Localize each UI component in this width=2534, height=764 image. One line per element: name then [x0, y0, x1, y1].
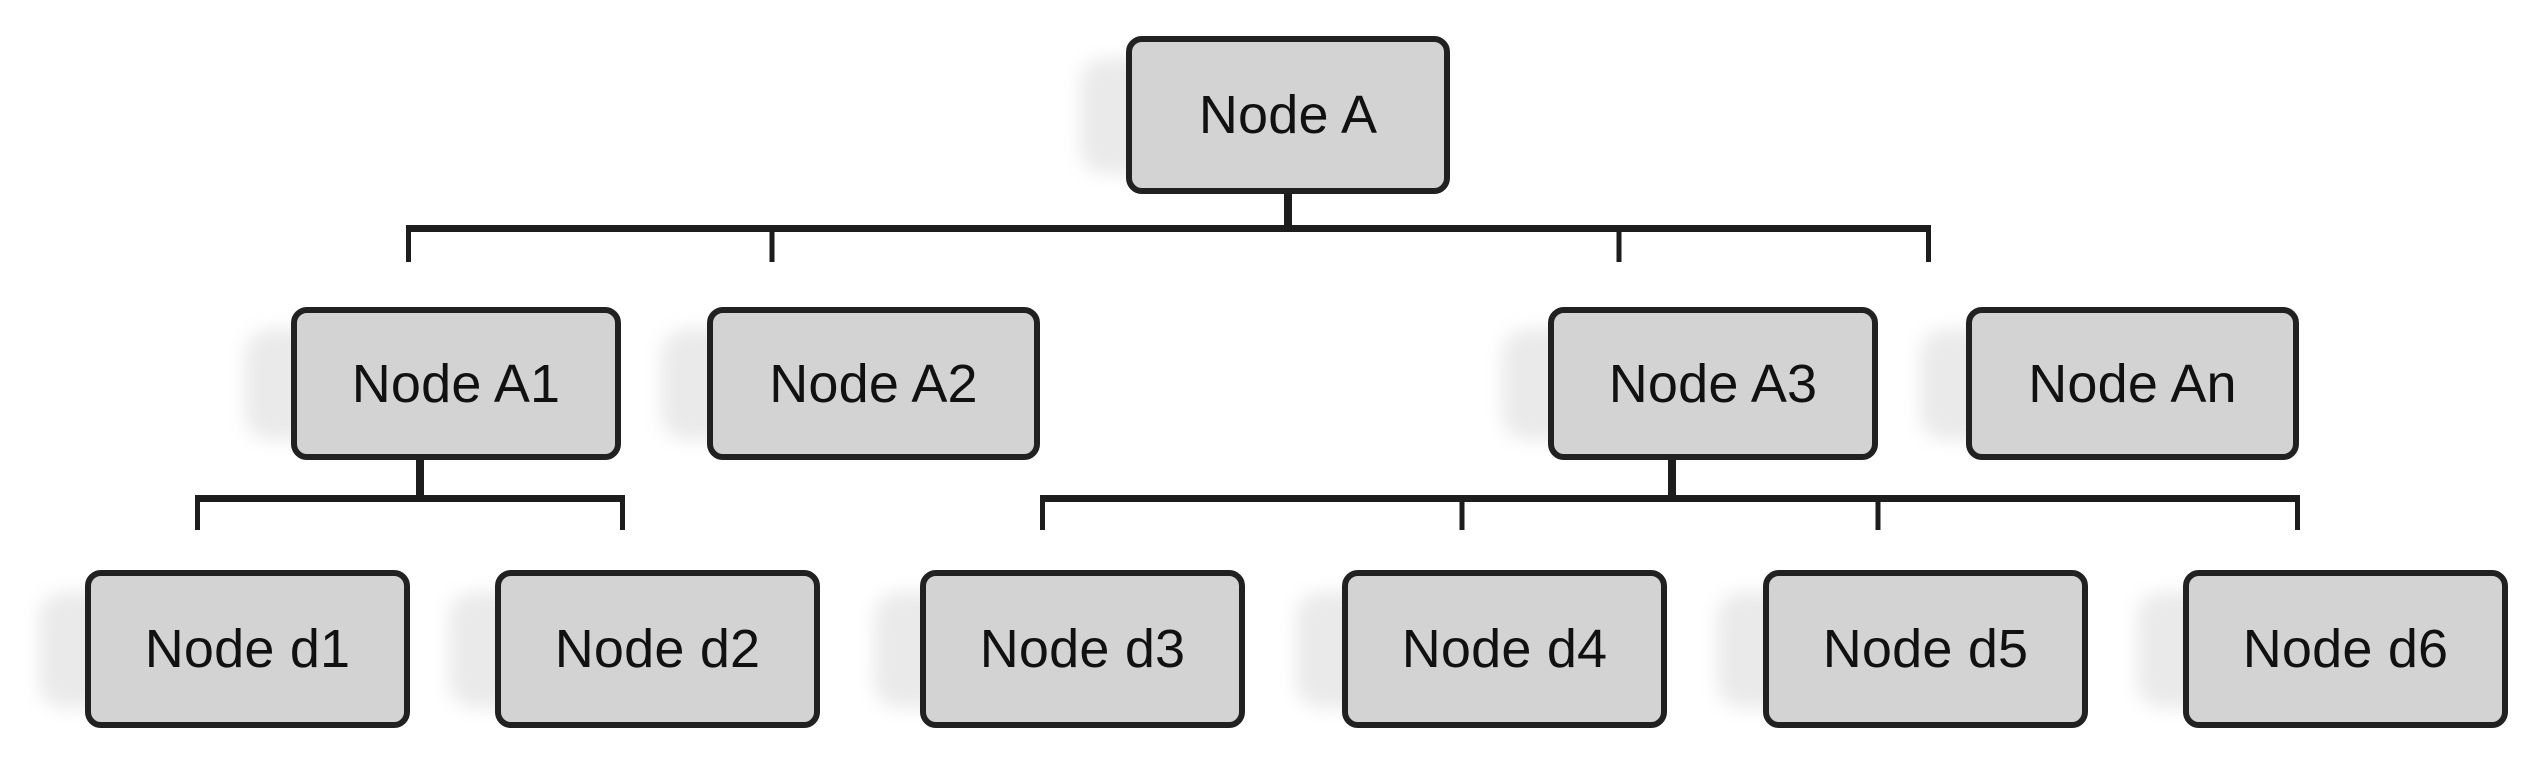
tree-node-label: Node d3: [979, 619, 1186, 679]
connector-stem-a3_group: [1668, 460, 1676, 502]
tree-node-d4[interactable]: Node d4: [1342, 570, 1667, 728]
tree-node-d2[interactable]: Node d2: [495, 570, 820, 728]
connector-drop-a3_group-3: [2295, 495, 2300, 530]
tree-node-d5[interactable]: Node d5: [1763, 570, 2088, 728]
tree-node-label: Node An: [2028, 353, 2237, 414]
tree-node-label: Node A3: [1608, 353, 1818, 414]
tree-node-d3[interactable]: Node d3: [920, 570, 1245, 728]
connector-stem-root_group: [1284, 194, 1292, 232]
connector-drop-root_group-0: [406, 225, 411, 262]
tree-node-label: Node d6: [2242, 619, 2449, 679]
connector-bar-root_group: [406, 225, 1931, 232]
tree-node-label: Node d5: [1822, 619, 2029, 679]
connector-stem-a1_group: [416, 460, 424, 502]
connector-drop-a3_group-1: [1459, 495, 1465, 530]
connector-drop-a1_group-0: [195, 495, 200, 530]
tree-node-label: Node A2: [769, 353, 978, 414]
tree-node-label: Node A1: [351, 353, 561, 414]
tree-node-A3[interactable]: Node A3: [1548, 307, 1878, 460]
tree-node-An[interactable]: Node An: [1966, 307, 2299, 460]
connector-drop-a1_group-1: [620, 495, 625, 530]
tree-node-label: Node d1: [144, 619, 351, 679]
tree-node-d1[interactable]: Node d1: [85, 570, 410, 728]
tree-node-A1[interactable]: Node A1: [291, 307, 621, 460]
connector-drop-a3_group-2: [1875, 495, 1881, 530]
connector-drop-a3_group-0: [1040, 495, 1045, 530]
tree-node-A[interactable]: Node A: [1126, 36, 1450, 194]
connector-bar-a3_group: [1040, 495, 2300, 502]
tree-node-d6[interactable]: Node d6: [2183, 570, 2508, 728]
tree-node-label: Node d2: [554, 619, 761, 679]
connector-bar-a1_group: [195, 495, 625, 502]
connector-drop-root_group-1: [769, 225, 775, 262]
tree-node-A2[interactable]: Node A2: [707, 307, 1040, 460]
connector-drop-root_group-2: [1616, 225, 1622, 262]
tree-node-label: Node A: [1198, 85, 1378, 145]
tree-node-label: Node d4: [1401, 619, 1608, 679]
connector-drop-root_group-3: [1926, 225, 1931, 262]
